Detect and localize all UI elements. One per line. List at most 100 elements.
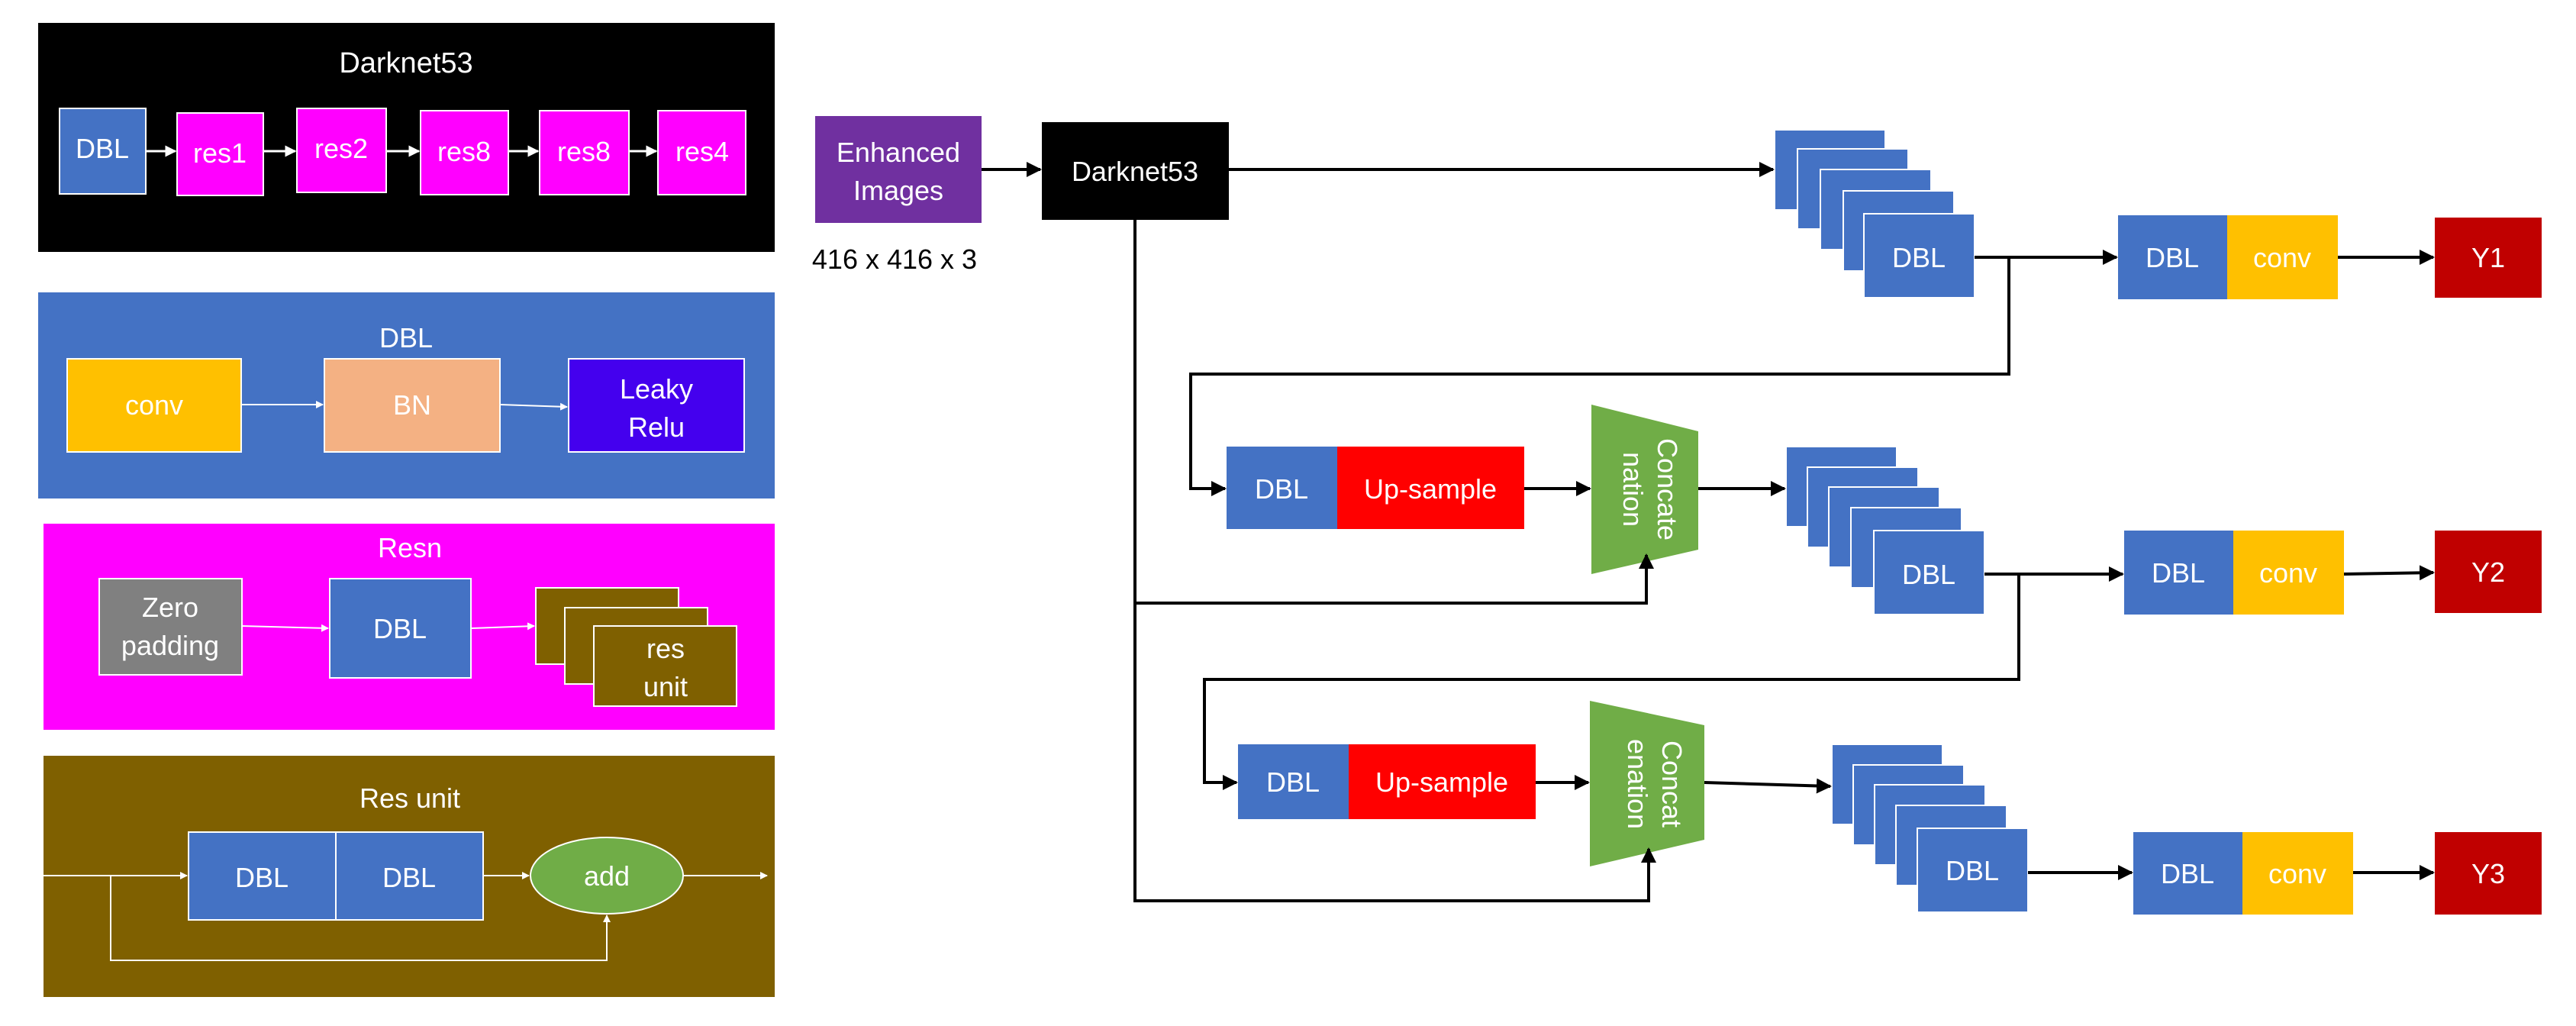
legend-resn-dbl-block: [329, 578, 472, 679]
enhanced-images-block: [815, 116, 982, 223]
legend-dbl-leaky-relu-label-line2: Relu: [628, 411, 685, 443]
branch-1-stack-front: [1863, 213, 1975, 298]
legend-res-unit-connectors: [44, 872, 768, 961]
branch-3-dbl-label: DBL: [2161, 858, 2214, 889]
branch-3-upsample-label: Up-sample: [1375, 766, 1508, 798]
branch-2-upsample-label: Up-sample: [1364, 473, 1497, 505]
branch-1-dbl-label: DBL: [2146, 242, 2199, 273]
legend-darknet53-res8-label-2: res8: [557, 136, 611, 167]
branch-2-concat-line2: nation: [1617, 452, 1649, 527]
pipeline-input: Enhanced Images 416 x 416 x 3: [812, 116, 982, 275]
legend-darknet53-res8-block-2: [539, 110, 630, 195]
legend-resn-res-unit-line2: unit: [643, 671, 688, 702]
branch-2-conv-label: conv: [2259, 557, 2317, 589]
legend-dbl-leaky-relu-block: [568, 358, 745, 453]
branch-3-concat-block: [1590, 701, 1704, 866]
legend-resn-arrows: [241, 622, 535, 632]
branch-2-dbl-block: [2124, 531, 2233, 615]
darknet53-label: Darknet53: [1072, 156, 1198, 187]
legend-darknet53-res4-block: [657, 110, 746, 195]
legend-darknet53-panel: Darknet53 DBL res1 res2 res8 res8 res4: [38, 23, 775, 252]
branch-1-conv-label: conv: [2253, 242, 2311, 273]
arrow-branch-3-concat-to-stack: [1704, 778, 1832, 794]
legend-dbl-bn-label: BN: [393, 389, 431, 421]
legend-darknet53-res1-block: [176, 112, 264, 196]
branch-3-stack-front: [1917, 828, 2029, 913]
branch-2-dbl-label: DBL: [2152, 557, 2205, 589]
branch-1-stack-label: DBL: [1892, 242, 1946, 273]
branch-1-output-block: [2435, 218, 2542, 298]
branch-2-pre-dbl-label: DBL: [1255, 473, 1308, 505]
legend-darknet53-res4-label: res4: [675, 136, 729, 167]
branch-1: DBL DBL conv Y1: [1774, 129, 2542, 299]
legend-resn-zero-padding-block: [98, 578, 243, 676]
branch-2-output-label: Y2: [2471, 557, 2505, 588]
legend-res-unit-title: Res unit: [359, 782, 460, 814]
legend-resn-zero-padding-line1: Zero: [142, 592, 198, 623]
branch-3-dbl-block: [2133, 832, 2242, 915]
legend-darknet53-title: Darknet53: [339, 47, 472, 79]
legend-darknet53-res8-block-1: [420, 110, 509, 195]
legend-dbl-arrows: [241, 401, 568, 411]
branch-1-conv-block: [2227, 215, 2338, 299]
branch-2-stack-front: [1873, 530, 1985, 615]
branch-2-pre-dbl-block: [1227, 447, 1337, 529]
legend-res-unit-dbl-label-2: DBL: [382, 862, 436, 893]
enhanced-images-label-line2: Images: [853, 175, 943, 206]
legend-res-unit-add-label: add: [584, 860, 630, 892]
branch-2-stack-label: DBL: [1902, 559, 1955, 590]
arrow-branch-2-conv-to-y2: [2343, 565, 2435, 581]
legend-darknet53-dbl-block: [59, 108, 147, 195]
legend-resn-zero-padding-line2: padding: [121, 630, 219, 661]
legend-dbl-conv-block: [66, 358, 242, 453]
arrow-branch-1-to-branch-2: [1189, 257, 2010, 496]
branch-3-output-block: [2435, 832, 2542, 915]
branch-2-concat-line1: Concate: [1652, 438, 1683, 540]
legend-darknet53-dbl-label: DBL: [76, 133, 129, 164]
legend-darknet53-res8-label-1: res8: [437, 136, 491, 167]
legend-res-unit-dbl-block-2: [335, 831, 484, 921]
branch-1-output-label: Y1: [2471, 242, 2505, 273]
branch-3-concat-line1: Concat: [1656, 740, 1688, 828]
legend-res-unit-dbl-block-1: [188, 831, 337, 921]
legend-dbl-leaky-relu-label-line1: Leaky: [620, 373, 693, 405]
input-size-label: 416 x 416 x 3: [812, 244, 977, 275]
legend-dbl-conv-label: conv: [125, 389, 183, 421]
pipeline-backbone: Darknet53: [1042, 122, 1229, 220]
darknet53-block: [1042, 122, 1229, 220]
branch-3-upsample-block: [1349, 744, 1536, 819]
pipeline-connectors: [982, 162, 2435, 902]
branch-3-pre-dbl-block: [1238, 744, 1349, 819]
legend-darknet53-background: [38, 23, 775, 252]
arrow-darknet-to-branch-2-concat: [1133, 220, 1654, 605]
legend-resn-res-unit-line1: res: [646, 633, 685, 664]
arrow-darknet-to-branch-3-concat: [1133, 603, 1656, 902]
branch-3-pre-dbl-label: DBL: [1266, 766, 1320, 798]
enhanced-images-label-line1: Enhanced: [837, 137, 960, 168]
legend-resn-title: Resn: [378, 532, 442, 563]
legend-dbl-title: DBL: [379, 322, 433, 353]
branch-3-conv-block: [2242, 832, 2353, 915]
branch-2-concat-block: [1591, 405, 1698, 574]
branch-2: DBL Up-sample Concate nation DBL DBL con…: [1227, 405, 2542, 615]
branch-2-output-block: [2435, 531, 2542, 613]
legend-darknet53-res2-block: [296, 108, 387, 193]
legend-darknet53-res2-label: res2: [314, 133, 368, 164]
legend-darknet53-res1-label: res1: [193, 137, 247, 169]
legend-dbl-panel: DBL conv BN Leaky Relu: [38, 292, 775, 498]
legend-res-unit-panel: Res unit DBL DBL add: [44, 756, 775, 997]
branch-3: DBL Up-sample Concat enation DBL DBL con…: [1238, 701, 2542, 915]
branch-1-dbl-block: [2118, 215, 2227, 299]
legend-resn-dbl-label: DBL: [373, 613, 427, 644]
branch-3-conv-label: conv: [2268, 858, 2326, 889]
legend-res-unit-dbl-label-1: DBL: [235, 862, 289, 893]
legend-resn-panel: Resn Zero padding DBL res unit: [44, 524, 775, 730]
arrow-branch-2-to-branch-3: [1203, 574, 2020, 790]
branch-2-conv-block: [2233, 531, 2344, 615]
legend-resn-res-unit-stack-front: [593, 625, 737, 707]
branch-2-upsample-block: [1337, 447, 1524, 529]
branch-3-output-label: Y3: [2471, 858, 2505, 889]
branch-3-concat-line2: enation: [1622, 739, 1653, 829]
branch-3-stack-label: DBL: [1946, 855, 1999, 886]
